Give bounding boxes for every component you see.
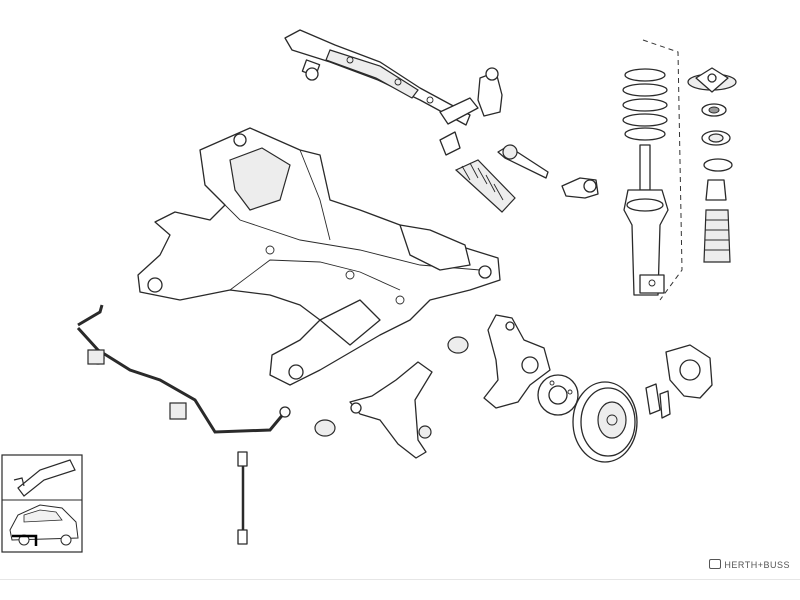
bump-stop <box>705 179 727 201</box>
brand-text: HERTH+BUSS <box>724 560 790 570</box>
brake-disc <box>572 381 638 463</box>
stabilizer-link <box>237 451 248 545</box>
brand-logo: HERTH+BUSS <box>709 559 790 570</box>
coil-spring <box>622 68 668 141</box>
control-arm-bushing <box>314 336 469 437</box>
stabilizer-bushing <box>87 349 187 420</box>
footer-divider <box>0 579 800 580</box>
lower-control-arm <box>349 361 433 459</box>
dust-boot <box>703 209 731 263</box>
brake-pads <box>645 383 671 419</box>
steering-boot <box>454 159 516 213</box>
top-mount <box>687 67 737 172</box>
car-silhouette-icon <box>9 504 79 546</box>
subframe <box>137 127 501 386</box>
tie-rod-end <box>561 177 599 199</box>
brand-mark-icon <box>709 559 722 569</box>
strut-assembly <box>622 39 737 301</box>
wheel-hub <box>537 374 579 416</box>
steering-rack <box>284 29 503 156</box>
brake-caliper <box>665 344 713 399</box>
shock-absorber <box>623 144 669 296</box>
tie-rod-inner <box>497 144 549 179</box>
direction-arrow-icon <box>13 459 76 497</box>
vehicle-position-inset <box>1 454 83 553</box>
steering-knuckle <box>483 314 551 409</box>
